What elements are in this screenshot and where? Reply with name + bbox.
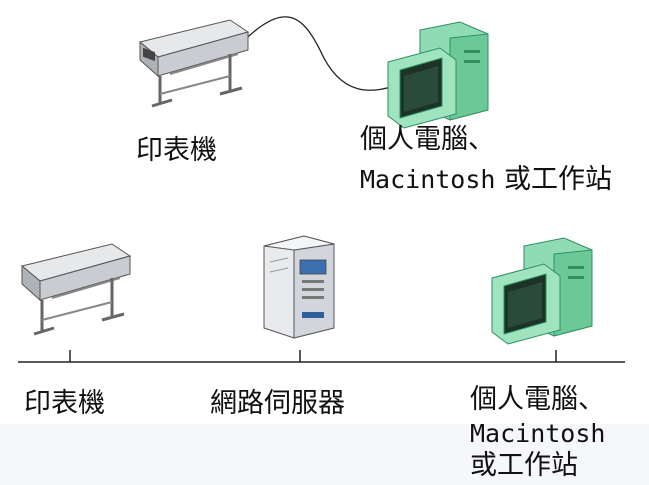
network-line bbox=[18, 350, 625, 363]
computer-icon bbox=[387, 21, 489, 129]
background-band bbox=[0, 424, 649, 485]
printer-cable bbox=[229, 16, 411, 91]
computer-label-top-line1: 個人電腦、 bbox=[360, 124, 495, 155]
printer-icon bbox=[20, 243, 132, 336]
printer-label-top: 印表機 bbox=[136, 135, 217, 166]
printer-icon bbox=[138, 19, 250, 108]
computer-label-top-mac: Macintosh bbox=[360, 165, 496, 194]
computer-label-bottom-line3: 或工作站 bbox=[470, 450, 578, 481]
server-icon bbox=[263, 235, 335, 339]
printer-label-bottom: 印表機 bbox=[24, 388, 105, 419]
server-label: 網路伺服器 bbox=[210, 388, 345, 419]
computer-label-bottom-line1: 個人電腦、 bbox=[470, 384, 605, 415]
computer-label-bottom-line2: Macintosh bbox=[470, 419, 606, 448]
computer-label-top-line2: Macintosh 或工作站 bbox=[360, 164, 612, 196]
computer-label-top-workstation: 或工作站 bbox=[495, 164, 613, 195]
computer-icon bbox=[491, 237, 593, 345]
